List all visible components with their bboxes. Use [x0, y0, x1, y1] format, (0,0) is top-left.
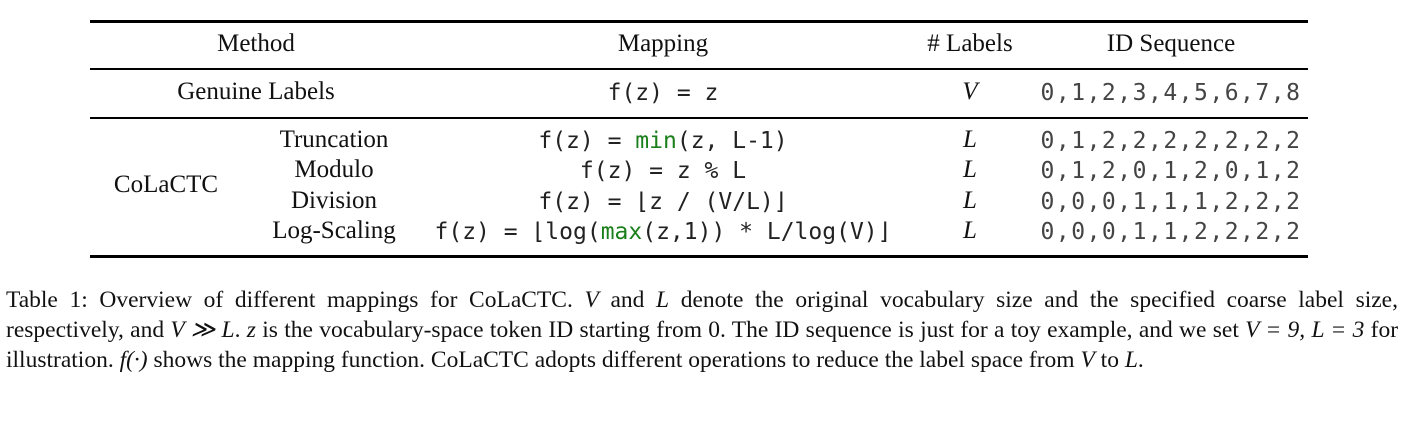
cell-method: Division	[290, 187, 378, 214]
caption-math: V	[584, 287, 599, 313]
caption-math: L	[1124, 347, 1138, 373]
caption-math: f(·)	[119, 347, 148, 373]
cell-labels: V	[962, 78, 978, 105]
caption-text: is the vocabulary-space token ID startin…	[255, 317, 1246, 343]
header-mapping: Mapping	[617, 30, 709, 57]
caption-text: and	[598, 287, 657, 313]
mapping-prefix: f(z) =	[538, 128, 636, 154]
caption-text: Table 1: Overview of different mappings …	[6, 287, 585, 313]
cell-id-sequence: 0,0,0,1,1,2,2,2,2	[1040, 219, 1302, 245]
table-caption: Table 1: Overview of different mappings …	[6, 285, 1398, 375]
cell-id-sequence: 0,1,2,3,4,5,6,7,8	[1040, 80, 1302, 106]
cell-id-sequence: 0,0,0,1,1,1,2,2,2	[1040, 189, 1302, 215]
cell-id-sequence: 0,1,2,0,1,2,0,1,2	[1040, 158, 1302, 184]
caption-text: to	[1094, 347, 1125, 373]
group-label-colactc: CoLaCTC	[113, 171, 219, 198]
caption-text: .	[234, 317, 247, 343]
cell-mapping: f(z) = ⌊log(max(z,1)) * L/log(V)⌋	[435, 219, 892, 245]
cell-labels: L	[963, 126, 977, 153]
cell-id-sequence: 0,1,2,2,2,2,2,2,2	[1040, 128, 1302, 154]
caption-math: V	[1080, 347, 1095, 373]
caption-math: z	[246, 317, 256, 343]
cell-method: Log-Scaling	[272, 217, 396, 244]
table-genuine-rule	[90, 117, 1308, 119]
mapping-prefix: f(z) = ⌊log(	[434, 219, 601, 245]
table-top-rule	[90, 20, 1308, 23]
cell-method: Modulo	[294, 156, 374, 183]
header-labels: # Labels	[927, 30, 1013, 57]
caption-math: L	[656, 287, 670, 313]
header-method: Method	[217, 30, 295, 57]
caption-math: V ≫ L	[170, 317, 235, 343]
caption-text: shows the mapping function. CoLaCTC adop…	[147, 347, 1081, 373]
cell-labels: L	[963, 217, 977, 244]
cell-method: Truncation	[279, 126, 389, 153]
mapping-function-name: max	[600, 219, 643, 245]
mapping-rest: (z,1)) * L/log(V)⌋	[642, 219, 892, 245]
cell-method: Genuine Labels	[177, 78, 335, 105]
cell-mapping: f(z) = ⌊z / (V/L)⌋	[538, 189, 788, 215]
cell-labels: L	[963, 156, 977, 183]
cell-mapping: f(z) = z % L	[579, 158, 747, 184]
caption-text: for illustration.	[6, 317, 1399, 373]
mapping-function-name: min	[635, 128, 677, 154]
header-id-sequence: ID Sequence	[1106, 30, 1236, 57]
table-header-rule	[90, 68, 1308, 70]
caption-text: denote the original vocabulary size and …	[6, 287, 1398, 343]
cell-mapping: f(z) = z	[607, 80, 719, 106]
cell-mapping: f(z) = min(z, L-1)	[538, 128, 787, 154]
caption-math: V = 9, L = 3	[1245, 317, 1365, 343]
mapping-rest: (z, L-1)	[676, 128, 788, 154]
table-bottom-rule	[90, 255, 1308, 258]
caption-text: .	[1137, 347, 1144, 373]
cell-labels: L	[963, 187, 977, 214]
